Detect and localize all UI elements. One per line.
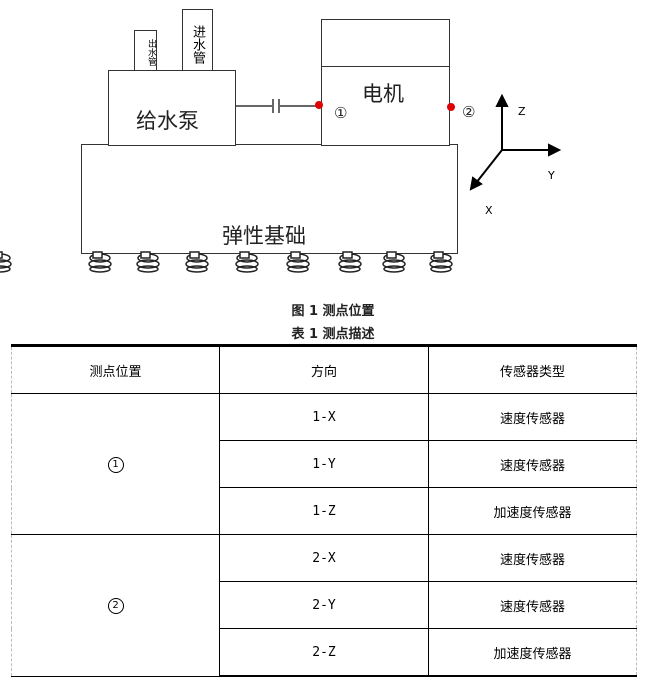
table-row: 1-Y 速度传感器: [12, 440, 637, 488]
direction-cell: 2-X: [219, 534, 429, 582]
diagram-graphics: Z Y X: [0, 93, 562, 273]
table-row: 1 1-X 速度传感器: [11, 393, 637, 535]
sensor-cell: 速度传感器: [428, 393, 637, 441]
pump: [108, 70, 236, 146]
motor-label: 电机: [362, 82, 404, 106]
base: [81, 144, 458, 254]
inlet-pipe: 进水管: [182, 9, 213, 71]
motor-top: [321, 19, 450, 67]
sensor-cell: 速度传感器: [428, 440, 637, 488]
measure-point-2: [447, 103, 455, 111]
point2-label: ②: [462, 103, 476, 121]
direction-cell: 2-Y: [219, 581, 429, 629]
shaft-coupling: [236, 99, 320, 113]
table-row: 2-Y 速度传感器: [12, 581, 637, 629]
point1-label: ①: [334, 104, 348, 122]
table-row: 2-Z 加速度传感器: [12, 628, 637, 677]
point-cell: 1: [11, 393, 220, 535]
point-cell: 2: [11, 534, 220, 677]
direction-cell: 1-X: [219, 393, 429, 441]
pump-label: 给水泵: [136, 109, 199, 133]
table-row: 2 2-X 速度传感器: [11, 534, 637, 677]
direction-cell: 1-Y: [219, 440, 429, 488]
base-label: 弹性基础: [222, 224, 306, 248]
sensor-cell: 速度传感器: [428, 581, 637, 629]
direction-cell: 2-Z: [219, 628, 429, 677]
axes-icon: [469, 93, 562, 191]
header-cell: 方向: [219, 344, 429, 394]
axis-y-label: Y: [547, 169, 555, 182]
spring-icons: [0, 251, 453, 273]
axis-x-label: X: [485, 204, 493, 217]
direction-cell: 1-Z: [219, 487, 429, 535]
header-cell: 测点位置: [11, 344, 220, 394]
sensor-table: 测点位置 方向 传感器类型 1 1-X 速度传感器 1-Y 速度传感器 1-Z …: [11, 344, 637, 677]
point-number: 1: [107, 456, 124, 473]
sensor-cell: 加速度传感器: [428, 487, 637, 535]
table-header-row: 测点位置 方向 传感器类型: [11, 344, 637, 394]
sensor-cell: 速度传感器: [428, 534, 637, 582]
table-caption: 表 1 测点描述: [291, 327, 375, 342]
sensor-cell: 加速度传感器: [428, 628, 637, 677]
measure-point-1: [315, 101, 323, 109]
motor: [321, 66, 450, 146]
figure-caption: 图 1 测点位置: [291, 304, 375, 319]
point-number: 2: [107, 597, 124, 614]
axis-z-label: Z: [518, 105, 526, 118]
header-cell: 传感器类型: [428, 344, 637, 394]
